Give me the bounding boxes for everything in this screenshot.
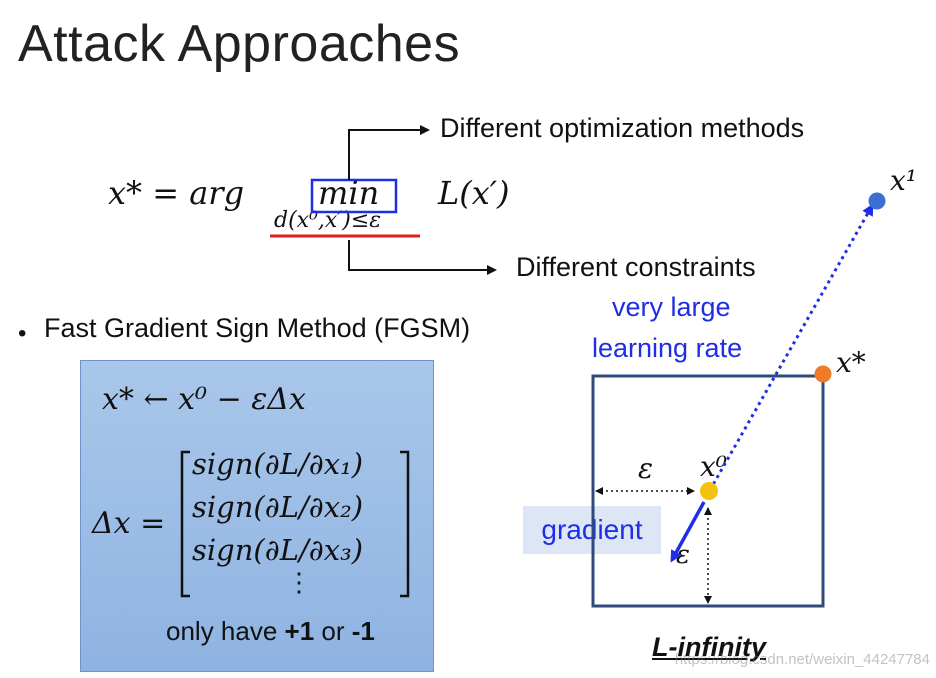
annotation-constraints: Different constraints bbox=[516, 252, 756, 282]
formula-loss: L(x′) bbox=[438, 174, 510, 212]
fgsm-note-minus: -1 bbox=[351, 616, 375, 646]
fgsm-note-plus: +1 bbox=[284, 616, 315, 646]
x1-label: x¹ bbox=[890, 164, 918, 197]
slide-title: Attack Approaches bbox=[18, 15, 461, 73]
formula-lhs: x* = arg bbox=[108, 174, 245, 212]
x0-label: x⁰ bbox=[700, 450, 728, 483]
fgsm-delta-lhs: Δx = bbox=[92, 506, 166, 541]
bullet-dot: • bbox=[18, 320, 27, 347]
lr-label-line2: learning rate bbox=[592, 333, 743, 363]
fgsm-row-3: sign(∂L/∂x₃) bbox=[192, 533, 364, 567]
bullet-fgsm: Fast Gradient Sign Method (FGSM) bbox=[44, 313, 471, 343]
fgsm-row-2: sign(∂L/∂x₂) bbox=[192, 490, 364, 524]
fgsm-update: x* ← x⁰ − εΔx bbox=[102, 382, 306, 417]
annotation-optimization: Different optimization methods bbox=[440, 113, 805, 143]
epsilon-horizontal-label: ε bbox=[638, 452, 654, 485]
fgsm-box bbox=[80, 360, 434, 672]
fgsm-note: only have +1 or -1 bbox=[166, 616, 375, 647]
x0-point bbox=[700, 482, 718, 500]
matrix-left-bracket bbox=[180, 450, 190, 598]
xstar-point bbox=[814, 365, 832, 383]
x1-point bbox=[868, 192, 886, 210]
linf-square bbox=[591, 374, 825, 608]
fgsm-ellipsis: ⋮ bbox=[286, 568, 312, 598]
watermark-text: https://blog.csdn.net/weixin_44247784 bbox=[674, 651, 930, 668]
linf-label: L-infinity bbox=[652, 632, 766, 662]
fgsm-note-mid: or bbox=[314, 616, 352, 646]
xstar-label: x* bbox=[836, 346, 866, 379]
large-lr-arrow bbox=[708, 203, 874, 491]
gradient-arrow bbox=[670, 501, 706, 563]
matrix-right-bracket bbox=[400, 450, 410, 598]
min-highlight-box bbox=[310, 178, 398, 214]
fgsm-note-prefix: only have bbox=[166, 616, 285, 646]
constraint-arrow bbox=[348, 240, 497, 275]
optimization-arrow bbox=[348, 125, 430, 180]
lr-label-line1: very large bbox=[612, 292, 731, 322]
fgsm-row-1: sign(∂L/∂x₁) bbox=[192, 447, 364, 481]
